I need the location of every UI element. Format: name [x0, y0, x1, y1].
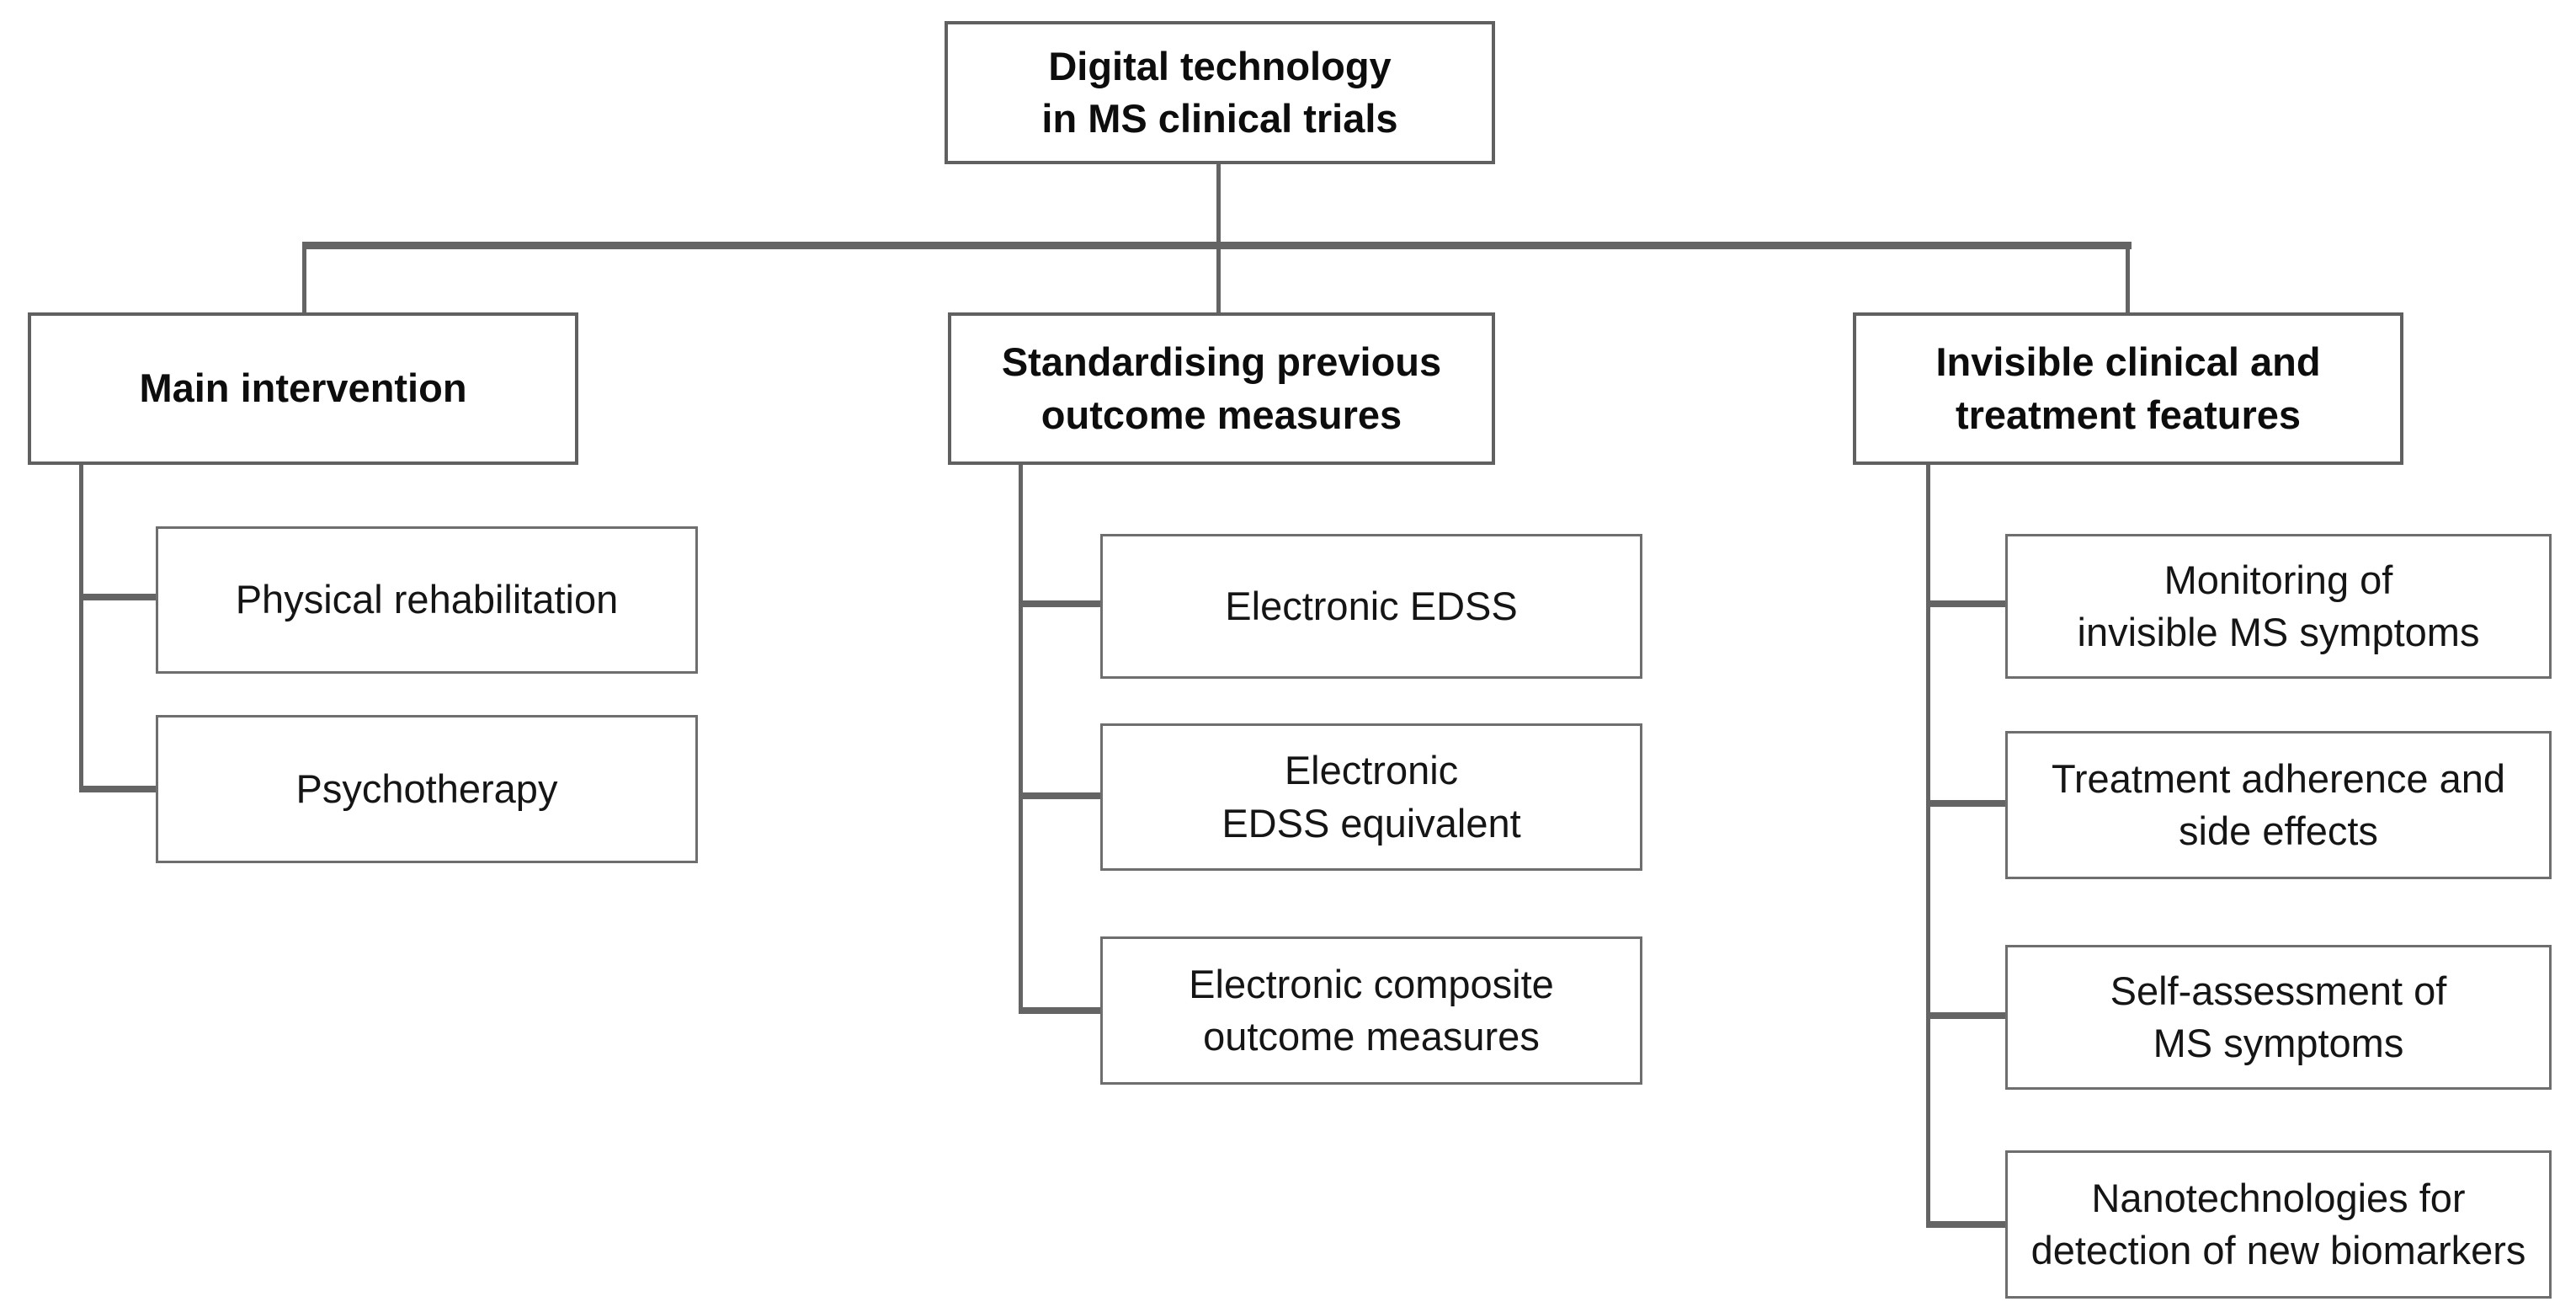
branch-standardising-previous-outcome-measures: Standardising previous outcome measures — [948, 312, 1495, 465]
child-label: Self-assessment of MS symptoms — [2110, 968, 2447, 1065]
child-electronic-composite-outcome-measures: Electronic composite outcome measures — [1100, 936, 1642, 1085]
connector-elbow-left-2 — [79, 786, 156, 792]
child-label: Electronic EDSS — [1225, 583, 1518, 628]
branch-label: Invisible clinical and treatment feature… — [1935, 339, 2321, 437]
connector-root-stem — [1216, 164, 1221, 248]
child-label: Monitoring of invisible MS symptoms — [2077, 557, 2480, 654]
child-label: Treatment adherence and side effects — [2051, 755, 2506, 853]
connector-elbow-middle-3 — [1019, 1007, 1100, 1014]
child-label: Psychotherapy — [295, 766, 558, 811]
child-physical-rehabilitation: Physical rehabilitation — [156, 526, 698, 674]
connector-elbow-right-2 — [1926, 800, 2005, 807]
child-self-assessment-ms-symptoms: Self-assessment of MS symptoms — [2005, 945, 2552, 1090]
branch-label: Main intervention — [139, 365, 467, 411]
child-psychotherapy: Psychotherapy — [156, 715, 698, 863]
connector-drop-right — [2126, 244, 2130, 314]
connector-elbow-right-3 — [1926, 1012, 2005, 1019]
branch-invisible-clinical-treatment-features: Invisible clinical and treatment feature… — [1853, 312, 2403, 465]
connector-elbow-right-1 — [1926, 600, 2005, 607]
root-node-label: Digital technology in MS clinical trials — [1041, 43, 1398, 141]
connector-stem-right — [1926, 463, 1930, 1228]
branch-label: Standardising previous outcome measures — [1001, 339, 1442, 437]
child-label: Nanotechnologies for detection of new bi… — [2030, 1175, 2526, 1272]
child-monitoring-invisible-ms-symptoms: Monitoring of invisible MS symptoms — [2005, 534, 2552, 679]
connector-elbow-middle-2 — [1019, 792, 1100, 799]
connector-elbow-left-1 — [79, 594, 156, 600]
child-treatment-adherence-side-effects: Treatment adherence and side effects — [2005, 731, 2552, 879]
connector-elbow-right-4 — [1926, 1221, 2005, 1228]
branch-main-intervention: Main intervention — [28, 312, 578, 465]
child-label: Physical rehabilitation — [235, 577, 619, 622]
root-node-digital-technology: Digital technology in MS clinical trials — [945, 21, 1495, 164]
child-nanotechnologies-new-biomarkers: Nanotechnologies for detection of new bi… — [2005, 1150, 2552, 1299]
connector-stem-middle — [1019, 463, 1023, 1014]
connector-drop-middle — [1216, 244, 1221, 314]
child-label: Electronic composite outcome measures — [1189, 961, 1554, 1059]
connector-elbow-middle-1 — [1019, 600, 1100, 607]
connector-drop-left — [302, 244, 306, 314]
connector-stem-left — [79, 463, 83, 792]
child-electronic-edss-equivalent: Electronic EDSS equivalent — [1100, 723, 1642, 871]
child-electronic-edss: Electronic EDSS — [1100, 534, 1642, 679]
child-label: Electronic EDSS equivalent — [1221, 748, 1521, 846]
